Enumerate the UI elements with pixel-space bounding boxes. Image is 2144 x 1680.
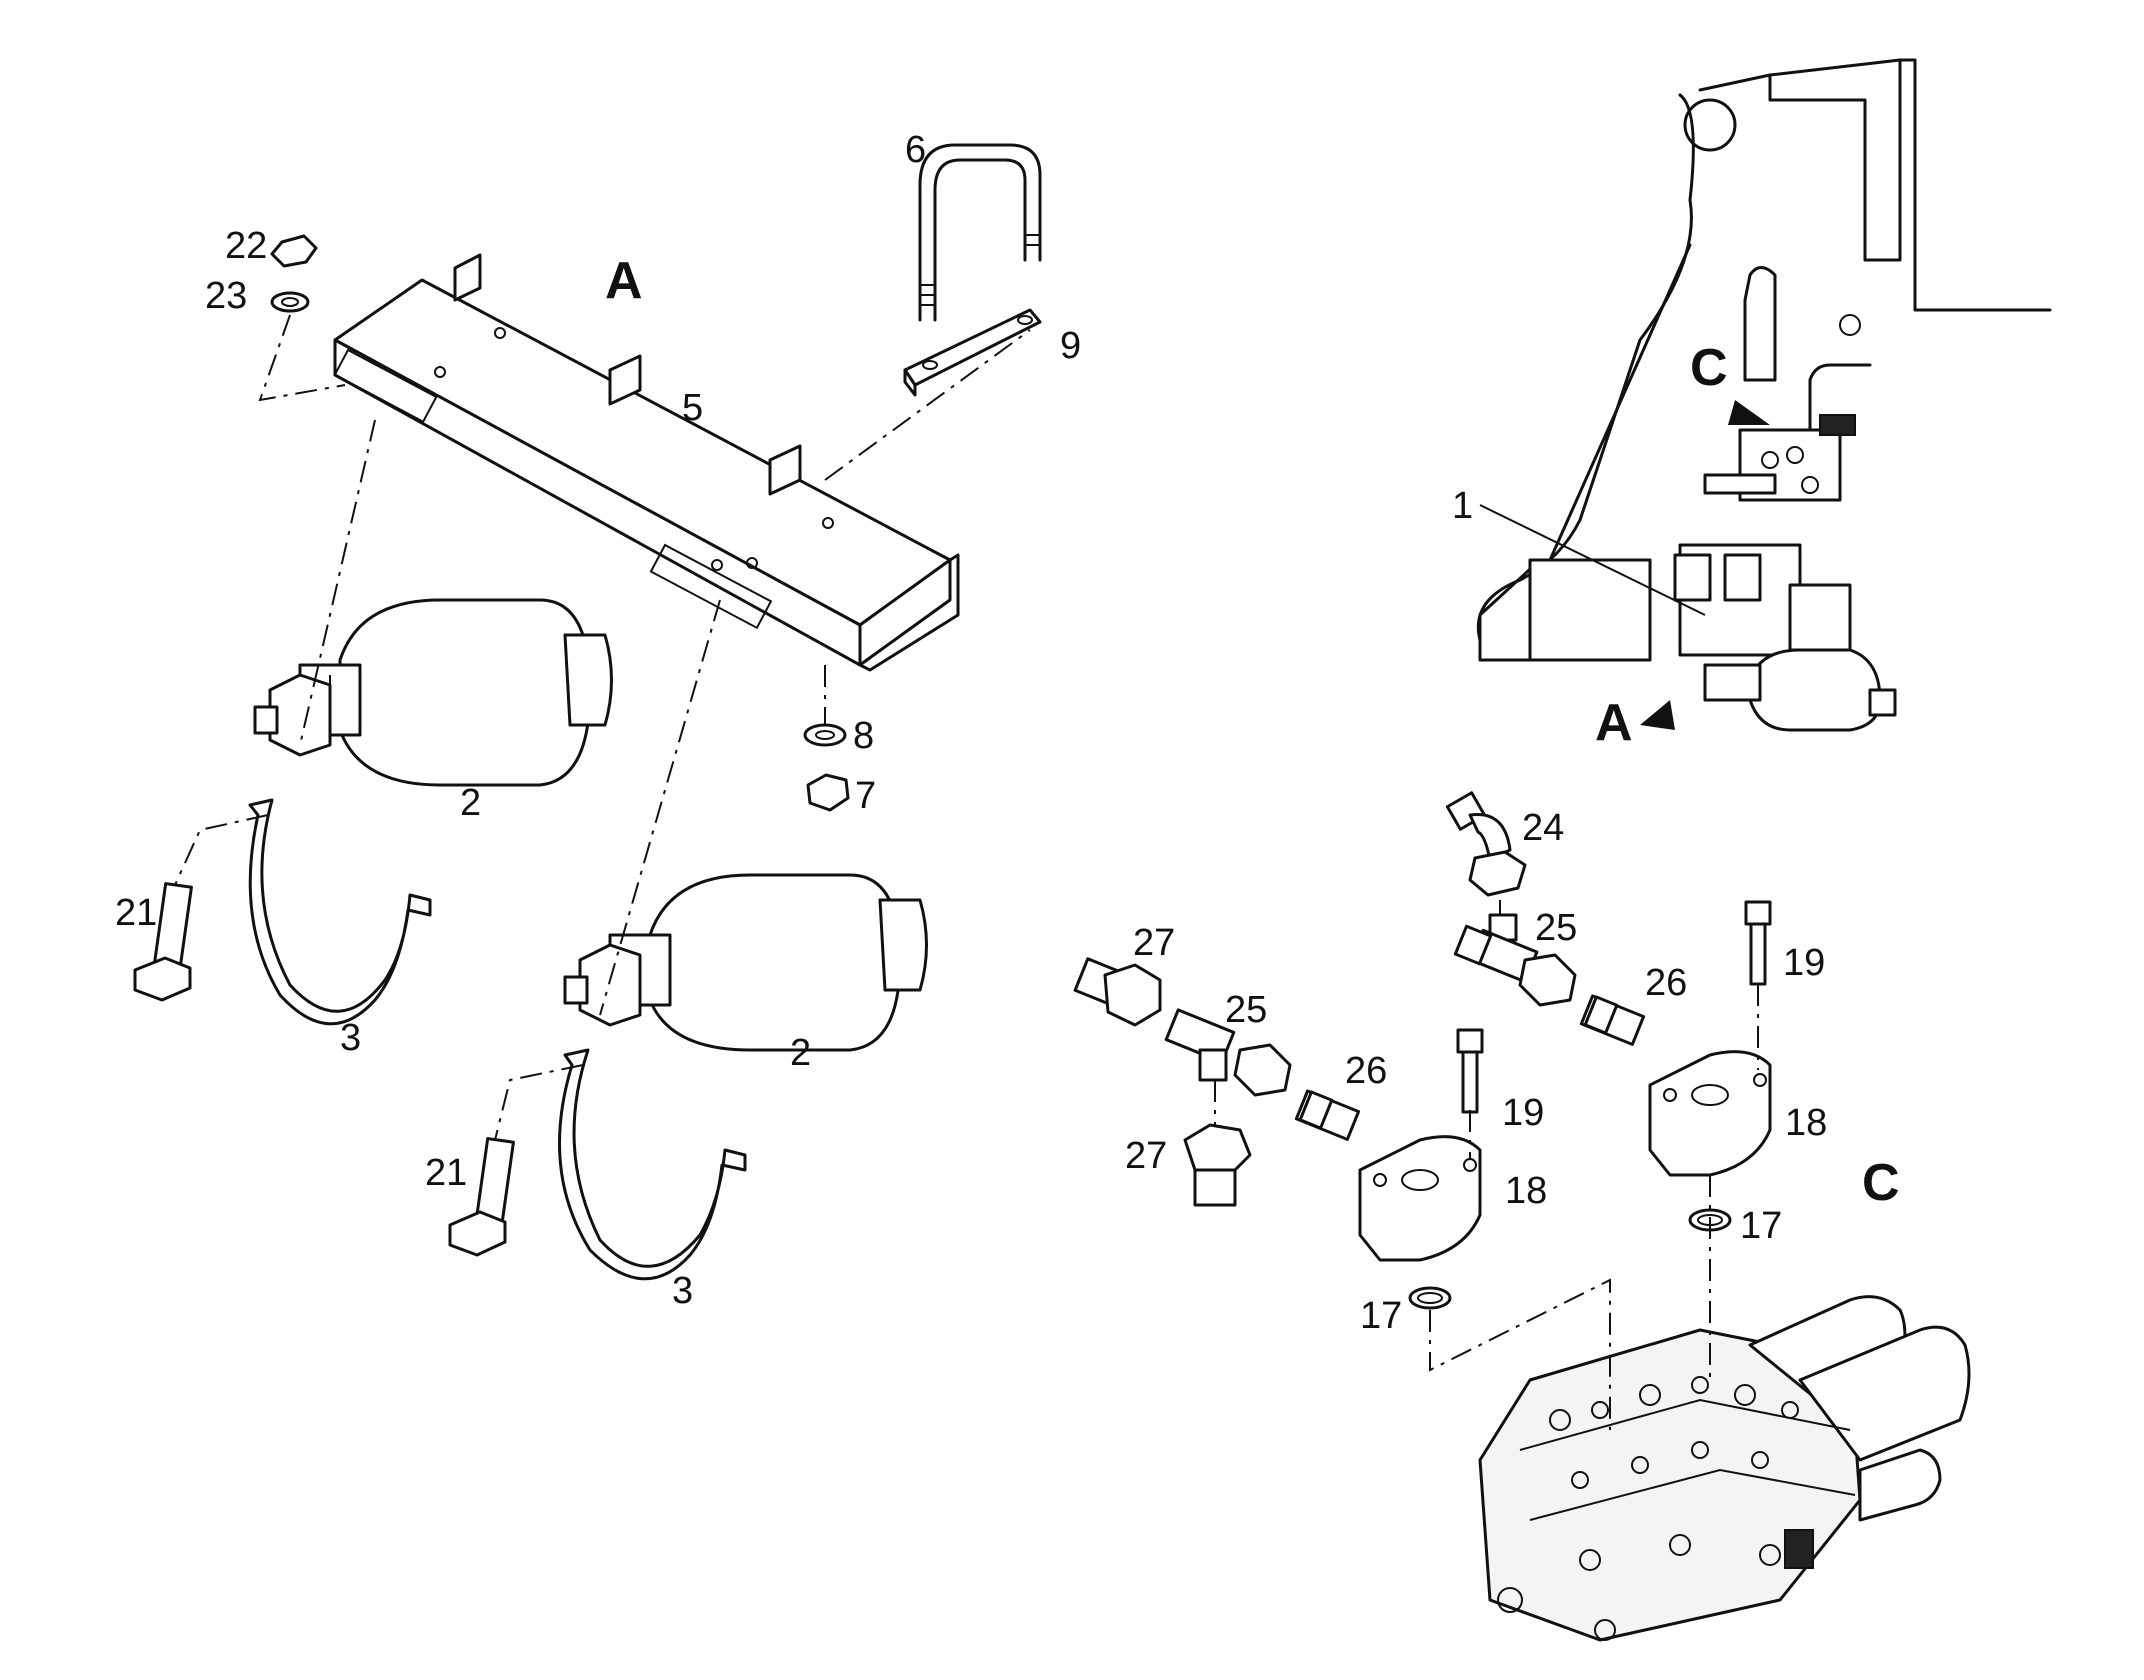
callout-8: 8: [853, 715, 874, 757]
callout-3-upper: 3: [340, 1017, 361, 1059]
tee-25-lower: [1164, 1008, 1292, 1097]
plate-9: [903, 308, 1042, 397]
clamp-3-lower: [558, 1048, 747, 1281]
arrow-a-ref: [1640, 700, 1675, 730]
callout-26-upper: 26: [1645, 962, 1687, 1004]
callout-25-upper: 25: [1535, 907, 1577, 949]
callout-19-lower: 19: [1502, 1092, 1544, 1134]
control-valve-body: [1478, 1295, 1971, 1642]
callout-6: 6: [905, 129, 926, 171]
washer-23: [270, 291, 310, 313]
washer-8: [803, 723, 847, 747]
callout-17-lower: 17: [1360, 1295, 1402, 1337]
nut-22: [270, 234, 318, 268]
nut-7: [806, 773, 850, 812]
callout-25-lower: 25: [1225, 989, 1267, 1031]
callout-27-upper: 27: [1133, 922, 1175, 964]
arrow-c-ref: [1728, 400, 1770, 425]
clamp-3-upper: [248, 798, 432, 1026]
callout-18-lower: 18: [1505, 1170, 1547, 1212]
callout-7: 7: [855, 775, 876, 817]
callout-26-lower: 26: [1345, 1050, 1387, 1092]
callout-19-upper: 19: [1783, 942, 1825, 984]
callout-24: 24: [1522, 807, 1564, 849]
accumulator-location-view: [1528, 543, 1897, 732]
screw-19-lower: [1456, 1028, 1484, 1114]
bolt-21-upper: [133, 882, 193, 1002]
adapter-26-upper: [1579, 994, 1646, 1046]
fitting-27-lower: [1183, 1123, 1252, 1207]
callout-21-lower: 21: [425, 1152, 467, 1194]
fitting-27-upper: [1073, 957, 1162, 1027]
section-label-a: A: [605, 252, 643, 310]
callout-5: 5: [682, 387, 703, 429]
accumulator-2-upper: [253, 598, 613, 787]
callout-27-lower: 27: [1125, 1135, 1167, 1177]
callout-22: 22: [225, 225, 267, 267]
adapter-26-lower: [1294, 1089, 1361, 1141]
screw-19-upper: [1744, 900, 1772, 986]
accumulator-2-lower: [563, 873, 928, 1052]
callout-18-upper: 18: [1785, 1102, 1827, 1144]
u-bolt-6: [918, 143, 1042, 322]
callout-17-upper: 17: [1740, 1205, 1782, 1247]
bolt-21-lower: [448, 1137, 515, 1257]
callout-21-upper: 21: [115, 892, 157, 934]
leader-lines-a: [174, 314, 1031, 1141]
leader-line-1: [1479, 504, 1706, 616]
view-ref-label-c: C: [1690, 339, 1728, 397]
section-label-c: C: [1862, 1154, 1900, 1212]
callout-3-lower: 3: [672, 1270, 693, 1312]
block-18-upper: [1648, 1050, 1772, 1177]
elbow-24: [1445, 791, 1527, 897]
callout-2-lower: 2: [790, 1032, 811, 1074]
o-ring-17-lower: [1408, 1286, 1452, 1310]
callout-23: 23: [205, 275, 247, 317]
bracket-5: [333, 253, 960, 672]
control-valve-location-view: [1703, 363, 1872, 502]
callout-9: 9: [1060, 325, 1081, 367]
leader-lines-c: [1214, 900, 1759, 1430]
callout-1: 1: [1452, 485, 1473, 527]
block-18-lower: [1358, 1135, 1482, 1262]
view-ref-label-a: A: [1595, 694, 1633, 752]
tee-25-upper: [1453, 913, 1577, 1007]
callout-2-upper: 2: [460, 782, 481, 824]
